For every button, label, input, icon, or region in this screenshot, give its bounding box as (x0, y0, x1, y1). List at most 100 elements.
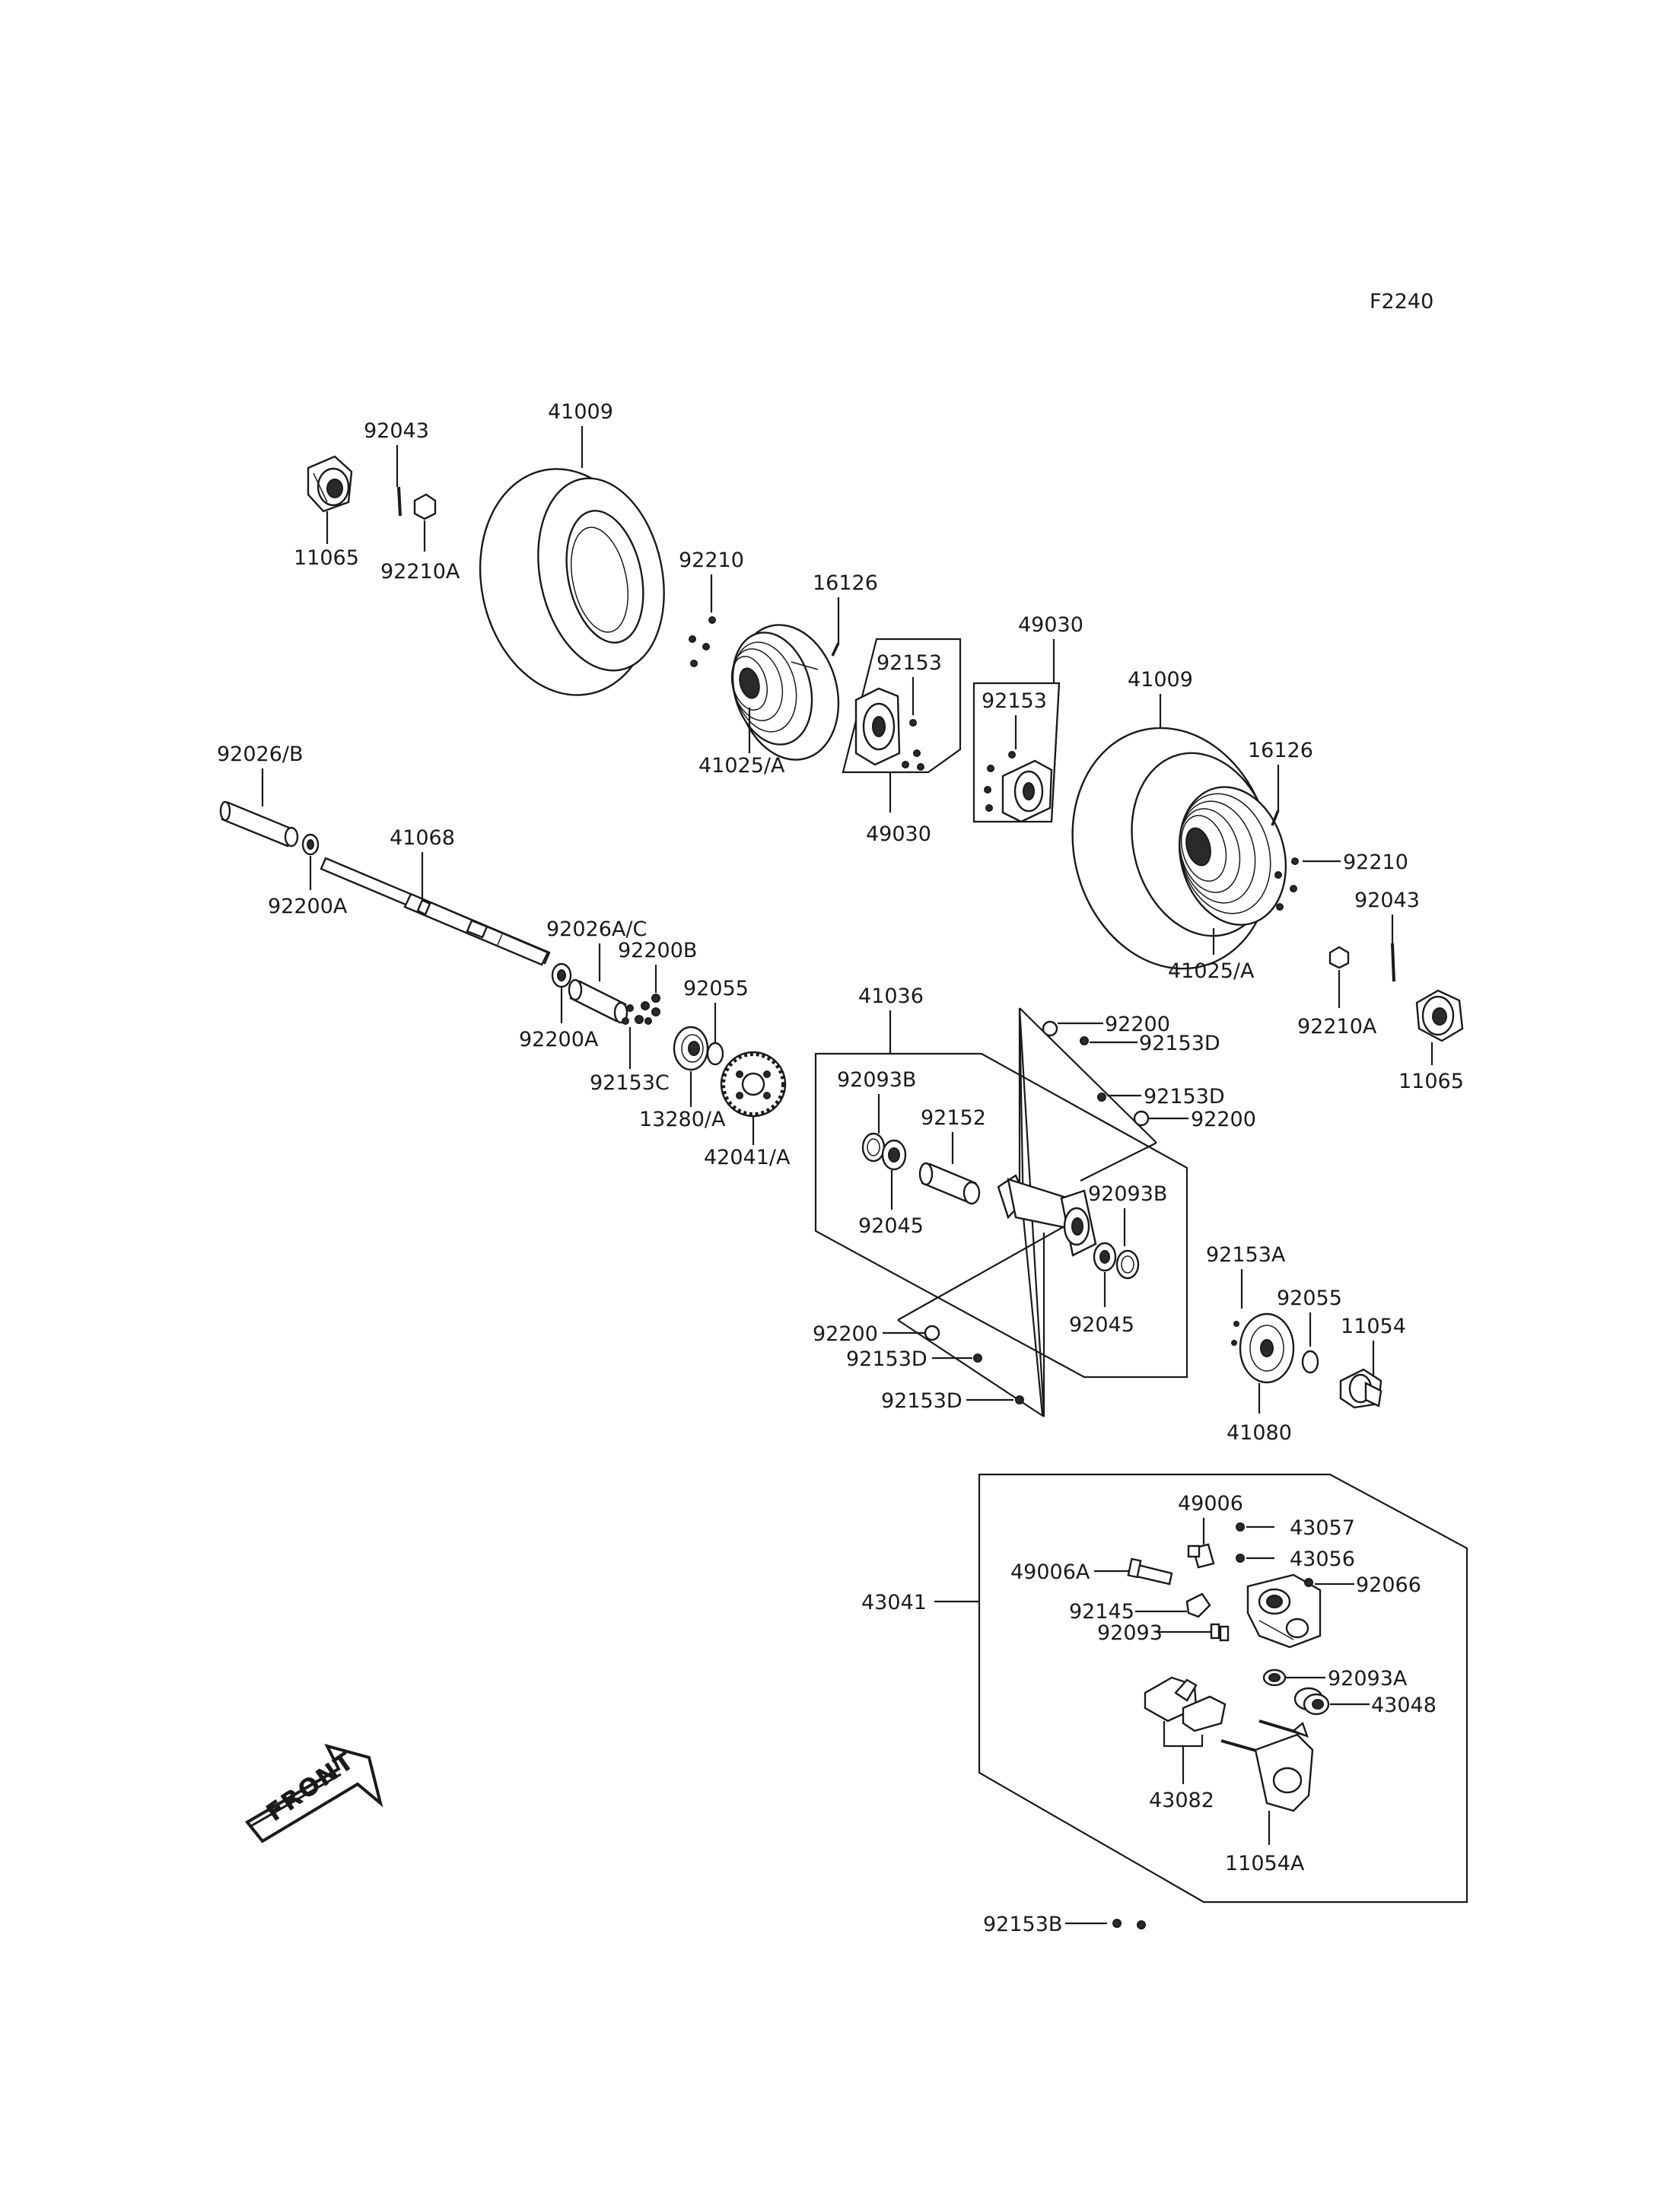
label-92026AC[interactable]: 92026A/C (546, 918, 647, 941)
valve-right-icon (1271, 810, 1280, 826)
label-92200A-2[interactable]: 92200A (519, 1028, 599, 1051)
o-ring-icon (1301, 1350, 1319, 1374)
label-11054A[interactable]: 11054A (1225, 1852, 1305, 1875)
label-92153D-2[interactable]: 92153D (1144, 1085, 1225, 1109)
label-41068[interactable]: 41068 (390, 826, 455, 850)
rim-icon (730, 624, 840, 761)
rim-right-icon (1178, 786, 1287, 926)
label-11065-left[interactable]: 11065 (294, 546, 359, 570)
valve-icon (831, 642, 840, 657)
label-92093B-2[interactable]: 92093B (1088, 1182, 1167, 1206)
wheel-nut-icon (413, 493, 437, 520)
stud-icon (689, 616, 716, 667)
axle-sleeve-icon (219, 800, 299, 848)
label-92153C[interactable]: 92153C (590, 1071, 670, 1095)
spring-clip-icon (1185, 1592, 1211, 1618)
label-92093[interactable]: 92093 (1097, 1621, 1163, 1645)
label-92153-left[interactable]: 92153 (877, 651, 942, 675)
bracket-icon (1339, 1368, 1382, 1409)
label-92026B[interactable]: 92026/B (217, 743, 304, 766)
label-92055-2[interactable]: 92055 (1277, 1287, 1342, 1310)
label-92093A[interactable]: 92093A (1328, 1667, 1408, 1691)
label-92210A-left[interactable]: 92210A (380, 560, 460, 584)
label-92045-1[interactable]: 92045 (858, 1214, 924, 1238)
label-92153D-4[interactable]: 92153D (881, 1389, 963, 1413)
stud-right-icon (1274, 857, 1299, 911)
label-41025A-right[interactable]: 41025/A (1168, 959, 1255, 983)
label-11065-right[interactable]: 11065 (1398, 1070, 1464, 1093)
bleed-valve-icon (1187, 1543, 1215, 1569)
label-43057[interactable]: 43057 (1290, 1516, 1355, 1540)
screw-pair-icon (1112, 1919, 1146, 1929)
caliper-bracket-icon (1220, 1719, 1314, 1812)
label-16126-right[interactable]: 16126 (1248, 739, 1313, 762)
caliper-icon (1246, 1573, 1322, 1649)
label-41009-left[interactable]: 41009 (548, 400, 613, 424)
label-11054[interactable]: 11054 (1341, 1315, 1406, 1338)
label-43056[interactable]: 43056 (1290, 1548, 1355, 1571)
label-16126-left[interactable]: 16126 (813, 571, 878, 595)
label-49030-right-top[interactable]: 49030 (1018, 613, 1083, 637)
seal-icon (861, 1132, 907, 1171)
brake-disc-icon (1231, 1312, 1295, 1384)
sprocket-icon (720, 1051, 787, 1118)
carrier-housing-icon (997, 1174, 1097, 1257)
label-42041A[interactable]: 42041/A (704, 1146, 791, 1169)
washer-4-icon (924, 1325, 1024, 1404)
front-arrow-icon (244, 1743, 383, 1843)
brake-pad-icon (1144, 1676, 1227, 1732)
label-92200-2[interactable]: 92200 (1191, 1108, 1256, 1131)
label-92145[interactable]: 92145 (1069, 1600, 1134, 1624)
cotter-pin-right-icon (1391, 943, 1395, 982)
label-92152[interactable]: 92152 (921, 1106, 986, 1130)
label-43048[interactable]: 43048 (1371, 1694, 1437, 1717)
screw-small-icon (1236, 1522, 1245, 1563)
label-41025A-left[interactable]: 41025/A (698, 754, 785, 778)
label-43041[interactable]: 43041 (861, 1591, 927, 1614)
hub-icon (854, 687, 924, 771)
bolt-icon (1304, 1578, 1313, 1587)
label-49006[interactable]: 49006 (1178, 1492, 1243, 1516)
label-92066[interactable]: 92066 (1356, 1573, 1421, 1597)
label-92043-right[interactable]: 92043 (1354, 889, 1420, 912)
piston-icon (1293, 1687, 1330, 1716)
label-92210-left[interactable]: 92210 (679, 549, 744, 572)
caliper-group-box (978, 1473, 1468, 1904)
label-41036[interactable]: 41036 (858, 984, 924, 1008)
label-92153D-3[interactable]: 92153D (846, 1347, 928, 1371)
seal-3-icon (1262, 1668, 1287, 1687)
label-92093B-1[interactable]: 92093B (837, 1068, 916, 1092)
label-13280A[interactable]: 13280/A (639, 1108, 726, 1131)
nut-group-icon (622, 994, 660, 1025)
wheel-cap-right-icon (1415, 989, 1464, 1042)
label-92200B[interactable]: 92200B (618, 939, 697, 962)
label-92043-left[interactable]: 92043 (364, 419, 429, 443)
carrier-group-box (814, 1052, 1188, 1379)
label-92045-2[interactable]: 92045 (1069, 1313, 1134, 1337)
label-92153B[interactable]: 92153B (983, 1913, 1062, 1936)
label-92210-right[interactable]: 92210 (1343, 851, 1408, 874)
label-43082[interactable]: 43082 (1149, 1789, 1214, 1812)
seal-2-icon (1093, 1242, 1140, 1280)
wheel-cap-icon (307, 455, 353, 513)
label-92200A-1[interactable]: 92200A (268, 895, 348, 918)
collar-sleeve-icon (918, 1162, 981, 1205)
label-92200-1[interactable]: 92200 (1105, 1013, 1170, 1036)
axle-collar-icon (568, 978, 628, 1024)
axle-shaft-icon (320, 857, 551, 966)
label-92153A[interactable]: 92153A (1206, 1243, 1286, 1267)
label-92055-1[interactable]: 92055 (683, 977, 749, 1000)
grommet-icon (1210, 1623, 1230, 1642)
label-41080[interactable]: 41080 (1227, 1421, 1292, 1445)
diagram-code: F2240 (1370, 290, 1433, 313)
label-92210A-right[interactable]: 92210A (1297, 1015, 1377, 1039)
label-49030-left-bottom[interactable]: 49030 (866, 822, 931, 846)
label-92200-3[interactable]: 92200 (813, 1322, 878, 1346)
label-49006A[interactable]: 49006A (1010, 1560, 1090, 1584)
label-41009-right[interactable]: 41009 (1128, 668, 1193, 692)
washer-icon (301, 833, 320, 856)
label-92153D-1[interactable]: 92153D (1139, 1032, 1220, 1055)
label-92153-right[interactable]: 92153 (982, 689, 1047, 713)
hub-icon-right (984, 751, 1053, 823)
